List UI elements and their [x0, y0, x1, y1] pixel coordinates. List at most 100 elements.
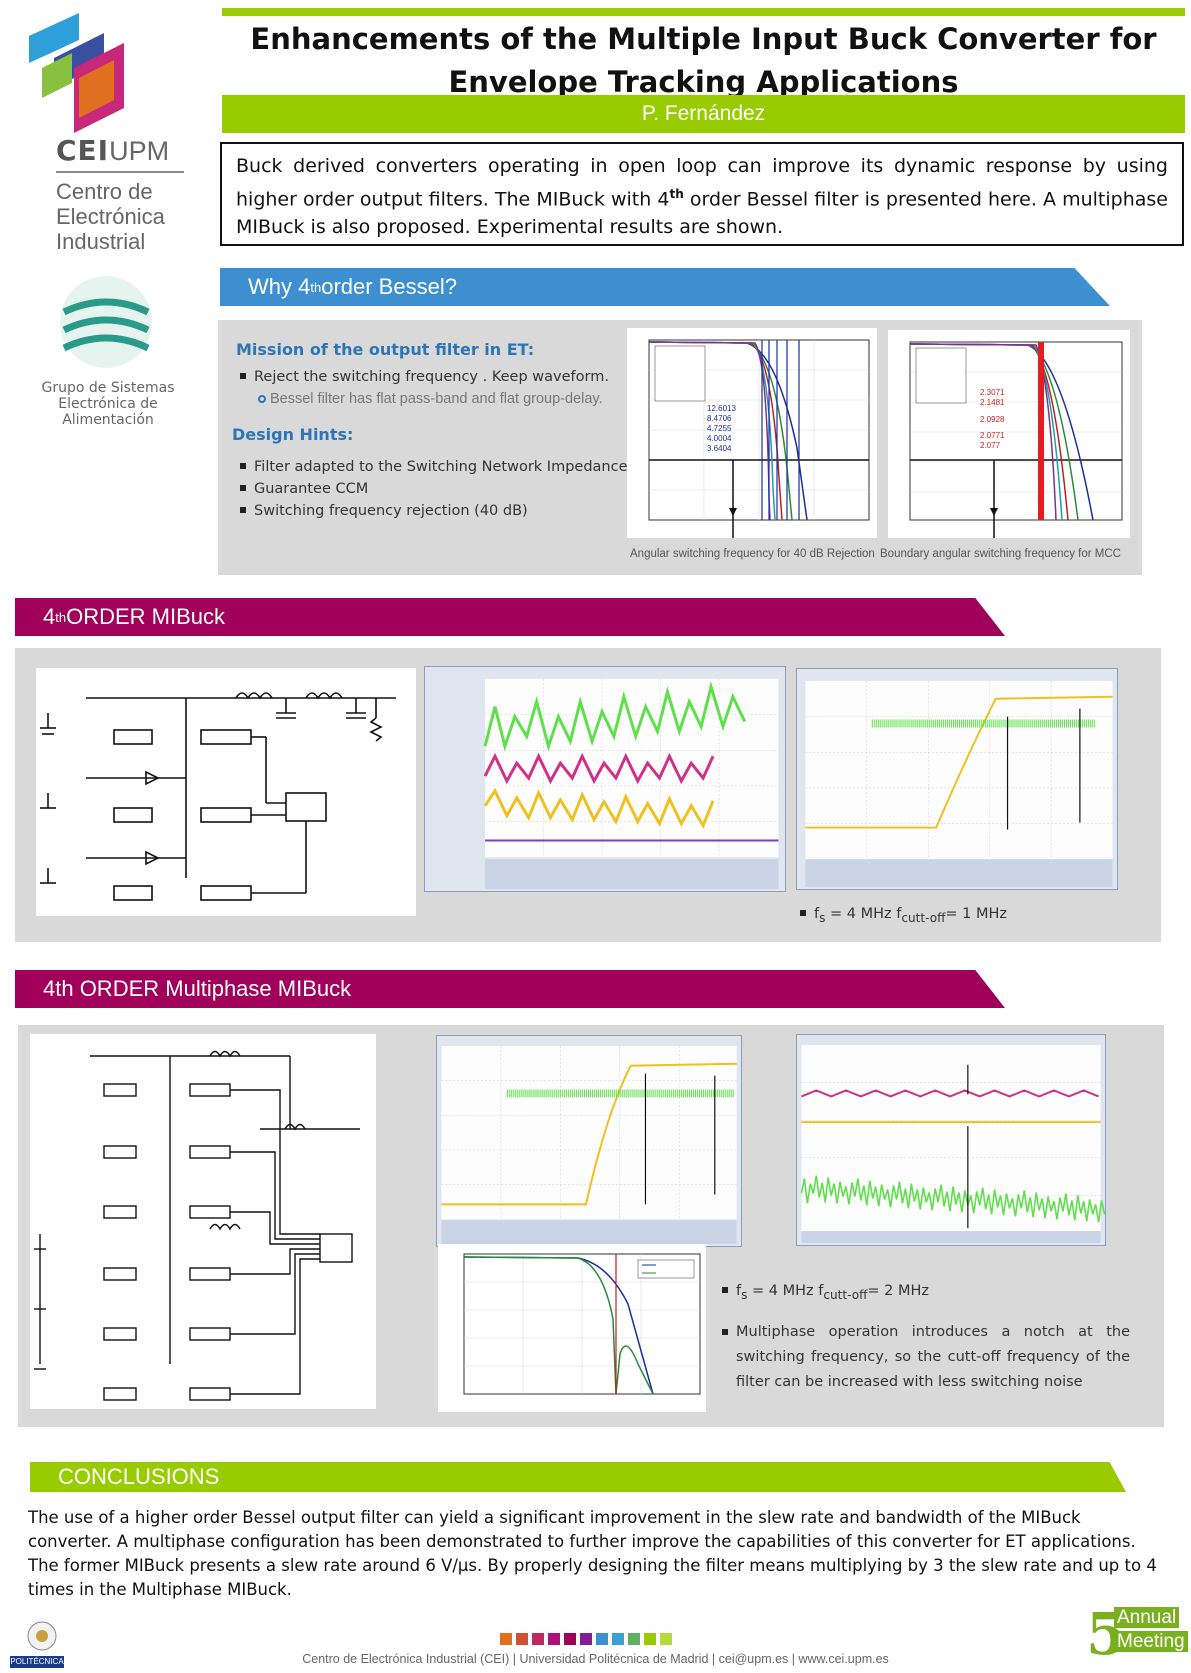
why-header-b: order Bessel? — [321, 274, 457, 299]
mibuck-note-sub2: cutt-off — [901, 910, 946, 925]
hint-item: Filter adapted to the Switching Network … — [240, 456, 630, 478]
abstract-box: Buck derived converters operating in ope… — [220, 142, 1184, 246]
mission-bullet-text: Reject the switching frequency . Keep wa… — [254, 369, 609, 385]
svg-text:2.1481: 2.1481 — [980, 398, 1005, 407]
mibuck-scope-waveforms-image — [424, 666, 786, 892]
mibuck-header-b: ORDER MIBuck — [66, 604, 226, 629]
caption-40db-rejection: Angular switching frequency for 40 dB Re… — [630, 548, 875, 560]
footer-color-square — [548, 1633, 560, 1645]
sea-logo-icon — [60, 276, 152, 368]
annual-line-1: Annual — [1114, 1607, 1180, 1628]
footer-color-square — [628, 1633, 640, 1645]
mibuck-header-a: 4 — [43, 604, 56, 629]
svg-text:8.4706: 8.4706 — [707, 414, 732, 423]
svg-text:2.077: 2.077 — [980, 441, 1001, 450]
footer-contact: Centro de Electrónica Industrial (CEI) |… — [302, 1652, 889, 1666]
svg-text:4.7255: 4.7255 — [707, 424, 732, 433]
hint-text-3: Switching frequency rejection (40 dB) — [254, 503, 528, 519]
multiphase-scope-noise-image — [796, 1034, 1106, 1246]
footer-text: Centro de Electrónica Industrial (CEI) |… — [0, 1652, 1191, 1666]
svg-text:2.3071: 2.3071 — [980, 388, 1005, 397]
title-accent-bar — [222, 8, 1185, 16]
caption-mcc-boundary: Boundary angular switching frequency for… — [880, 548, 1121, 560]
footer-color-square — [644, 1633, 656, 1645]
footer-color-square — [516, 1633, 528, 1645]
cei-subtitle-3: Industrial — [56, 229, 146, 254]
why-header-a: Why 4 — [248, 274, 311, 299]
mibuck-scope-step-image — [796, 668, 1118, 890]
upm-text: UPM — [109, 136, 170, 166]
multiphase-scope-step-image — [436, 1035, 742, 1247]
title-line-2: Envelope Tracking Applications — [448, 65, 959, 99]
multiphase-notch-text: Multiphase operation introduces a notch … — [736, 1323, 1130, 1390]
author-name: P. Fernández — [641, 102, 766, 125]
multiphase-notch-note: Multiphase operation introduces a notch … — [722, 1320, 1130, 1395]
footer-color-square — [580, 1633, 592, 1645]
poster-title: Enhancements of the Multiple Input Buck … — [222, 18, 1185, 104]
gse-line-2: Electrónica de — [58, 396, 158, 412]
mibuck-note-c: = 1 MHz — [945, 906, 1008, 922]
mibuck-note-a: f — [814, 906, 820, 922]
footer-color-square — [612, 1633, 624, 1645]
svg-text:2.0771: 2.0771 — [980, 431, 1005, 440]
abstract-text-a: Buck derived converters operating in ope… — [236, 155, 1168, 211]
footer-color-square — [500, 1633, 512, 1645]
cei-bold-text: CEI — [56, 134, 110, 167]
mibuck-note-sub1: s — [819, 910, 826, 925]
upm-label-text: POLITÉCNICA — [10, 1657, 64, 1666]
hint-item: Switching frequency rejection (40 dB) — [240, 500, 630, 522]
multiphase-gain-plot-image — [438, 1244, 706, 1412]
design-hints-list: Filter adapted to the Switching Network … — [240, 456, 630, 522]
multiphase-note-sub2: cutt-off — [823, 1287, 868, 1302]
gse-group-name: Grupo de Sistemas Electrónica de Aliment… — [28, 380, 188, 428]
mission-title: Mission of the output filter in ET: — [236, 340, 535, 359]
multiphase-frequency-note: fs = 4 MHz fcutt-off= 2 MHz — [722, 1280, 1130, 1306]
multiphase-note-c: = 2 MHz — [867, 1283, 930, 1299]
upm-crest-icon — [27, 1621, 57, 1651]
cei-upm-wordmark: CEIUPM Centro de Electrónica Industrial — [56, 134, 196, 254]
footer-color-square — [660, 1633, 672, 1645]
footer-color-square — [596, 1633, 608, 1645]
multiphase-schematic-image — [30, 1034, 376, 1409]
mibuck-frequency-note: fs = 4 MHz fcutt-off= 1 MHz — [800, 903, 1007, 929]
footer-color-square — [532, 1633, 544, 1645]
conclusions-header-text: CONCLUSIONS — [58, 1464, 220, 1489]
cei-logo-icon — [29, 13, 124, 133]
cei-subtitle-1: Centro de — [56, 179, 153, 204]
mibuck-note-b: = 4 MHz f — [825, 906, 902, 922]
why-header-sup: th — [310, 279, 322, 295]
annual-meeting-logo: 5 Annual Meeting — [1086, 1603, 1188, 1667]
hint-item: Guarantee CCM — [240, 478, 630, 500]
section-header-conclusions: CONCLUSIONS — [30, 1462, 1126, 1492]
design-hints-title: Design Hints: — [232, 425, 354, 444]
mibuck-header-sup: th — [55, 609, 67, 625]
mission-bullet: Reject the switching frequency . Keep wa… — [240, 366, 609, 388]
svg-text:3.6404: 3.6404 — [707, 444, 732, 453]
multiphase-notes: fs = 4 MHz fcutt-off= 2 MHz Multiphase o… — [722, 1280, 1130, 1395]
multiphase-note-a: f — [736, 1283, 742, 1299]
abstract-sup: th — [669, 187, 684, 201]
svg-text:4.0004: 4.0004 — [707, 434, 732, 443]
footer-color-square — [564, 1633, 576, 1645]
section-header-multiphase: 4th ORDER Multiphase MIBuck — [15, 970, 1005, 1008]
gse-line-1: Grupo de Sistemas — [41, 380, 175, 396]
conclusions-text: The use of a higher order Bessel output … — [28, 1508, 1157, 1599]
multiphase-note-b: = 4 MHz f — [747, 1283, 824, 1299]
annual-line-2: Meeting — [1114, 1631, 1188, 1652]
gse-line-3: Alimentación — [62, 412, 154, 428]
mibuck-schematic-image — [36, 668, 416, 916]
mission-sub-bullet: Bessel filter has flat pass-band and fla… — [258, 390, 608, 408]
hint-text-2: Guarantee CCM — [254, 481, 369, 497]
multiphase-note-sub1: s — [741, 1287, 748, 1302]
hint-text-1: Filter adapted to the Switching Network … — [254, 459, 628, 475]
footer-color-squares — [500, 1633, 672, 1645]
cei-subtitle-2: Electrónica — [56, 204, 165, 229]
multiphase-header-text: 4th ORDER Multiphase MIBuck — [43, 976, 352, 1001]
title-line-1: Enhancements of the Multiple Input Buck … — [250, 22, 1157, 56]
mission-sub-text: Bessel filter has flat pass-band and fla… — [270, 391, 603, 407]
abstract-text-b: order Bessel filter is presented here. A… — [236, 188, 1168, 239]
